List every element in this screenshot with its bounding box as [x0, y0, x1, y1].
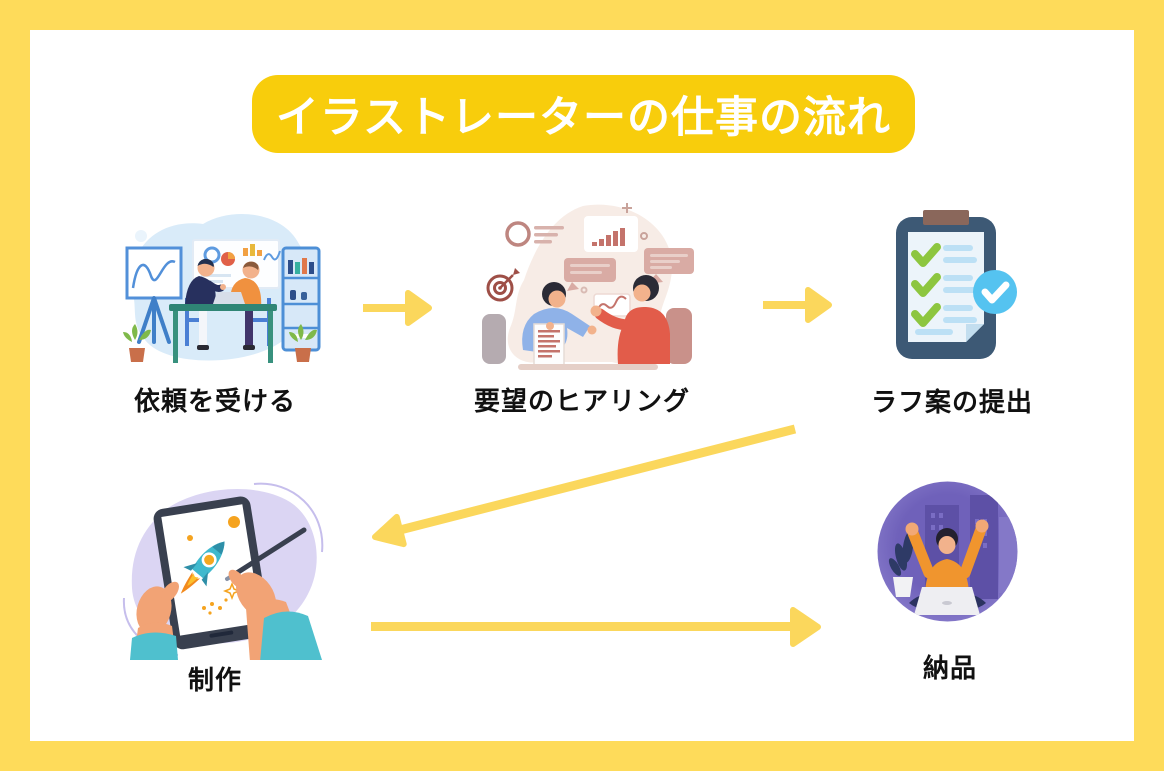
title-banner: イラストレーターの仕事の流れ [252, 75, 915, 153]
clipboard-checklist-illustration [896, 210, 1017, 359]
step-label-receive-request: 依頼を受ける [133, 386, 296, 416]
step-label-rough-draft: ラフ案の提出 [871, 387, 1034, 417]
arrow-right-icon [371, 607, 821, 647]
tablet-drawing-illustration [122, 482, 324, 660]
step-label-production: 制作 [187, 665, 242, 695]
step-label-hearing: 要望のヒアリング [473, 386, 690, 416]
office-meeting-illustration [123, 213, 321, 363]
interview-discussion-illustration [482, 203, 694, 370]
arrow-diagonal-left-icon [372, 424, 797, 548]
page-title: イラストレーターの仕事の流れ [275, 94, 892, 142]
celebration-delivery-illustration [877, 481, 1018, 622]
step-label-delivery: 納品 [922, 653, 977, 683]
stylus-pen [229, 527, 307, 579]
arrow-right-icon [763, 287, 832, 323]
arrow-right-icon [363, 290, 432, 326]
